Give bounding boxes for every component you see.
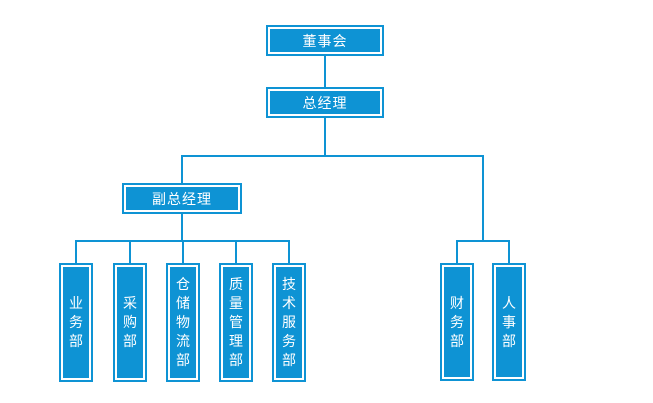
connector-main-horizontal bbox=[181, 155, 484, 157]
org-node-business-dept[interactable]: 业务部 bbox=[59, 263, 93, 382]
connector-board-to-gm bbox=[324, 55, 326, 87]
connector-stub-tech-service bbox=[288, 240, 290, 263]
org-node-warehouse-logistics-dept-label: 仓储物流部 bbox=[176, 276, 190, 368]
org-node-quality-management-dept[interactable]: 质量管理部 bbox=[219, 263, 253, 382]
org-node-finance-dept-label: 财务部 bbox=[450, 294, 464, 349]
org-node-hr-dept-label: 人事部 bbox=[502, 294, 516, 349]
connector-right-departments-horizontal bbox=[456, 240, 510, 242]
org-node-warehouse-logistics-dept[interactable]: 仓储物流部 bbox=[166, 263, 200, 382]
org-node-purchasing-dept[interactable]: 采购部 bbox=[113, 263, 147, 382]
org-node-hr-dept[interactable]: 人事部 bbox=[492, 263, 526, 381]
org-node-board-label: 董事会 bbox=[302, 32, 348, 49]
connector-stub-warehouse bbox=[182, 240, 184, 263]
org-node-tech-service-dept[interactable]: 技术服务部 bbox=[272, 263, 306, 382]
org-node-tech-service-dept-label: 技术服务部 bbox=[282, 276, 296, 368]
connector-to-deputy-gm bbox=[181, 155, 183, 183]
connector-stub-quality bbox=[235, 240, 237, 263]
org-node-board[interactable]: 董事会 bbox=[266, 25, 384, 56]
org-node-deputy-general-manager-label: 副总经理 bbox=[152, 190, 212, 207]
connector-right-branch-drop bbox=[482, 155, 484, 242]
org-node-deputy-general-manager[interactable]: 副总经理 bbox=[122, 183, 242, 214]
org-node-finance-dept[interactable]: 财务部 bbox=[440, 263, 474, 381]
connector-stub-finance bbox=[456, 240, 458, 263]
org-node-general-manager-label: 总经理 bbox=[302, 94, 348, 111]
connector-stub-hr bbox=[508, 240, 510, 263]
org-node-business-dept-label: 业务部 bbox=[69, 295, 83, 349]
org-node-quality-management-dept-label: 质量管理部 bbox=[229, 276, 243, 368]
connector-stub-business bbox=[75, 240, 77, 263]
org-node-purchasing-dept-label: 采购部 bbox=[123, 295, 137, 349]
org-node-general-manager[interactable]: 总经理 bbox=[266, 87, 384, 118]
connector-deputy-gm-drop bbox=[181, 213, 183, 242]
connector-gm-drop bbox=[324, 117, 326, 157]
connector-stub-purchasing bbox=[129, 240, 131, 263]
